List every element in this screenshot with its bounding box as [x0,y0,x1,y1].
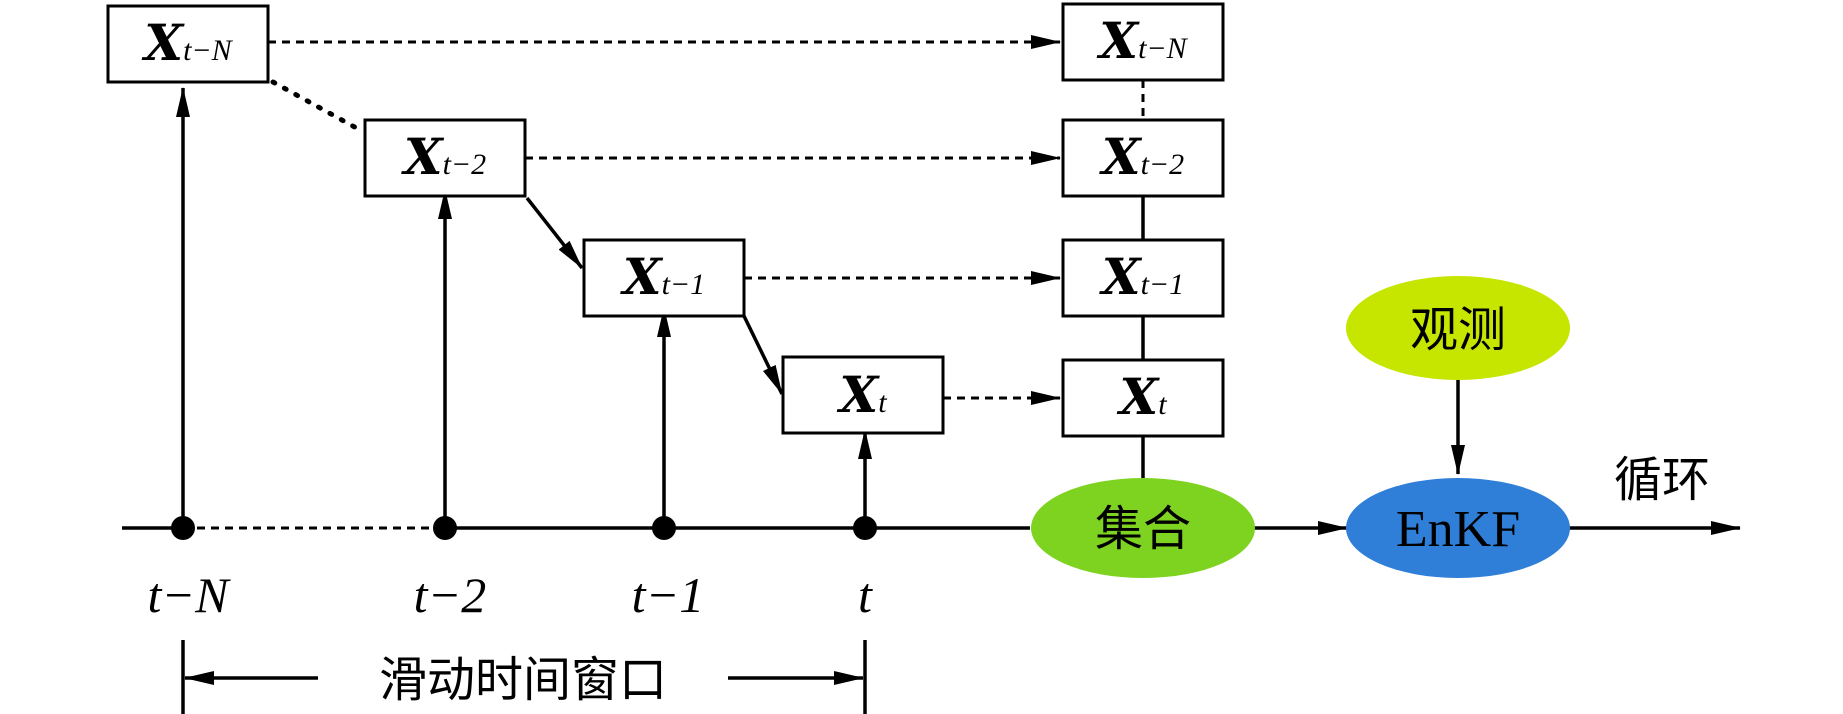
dotted-link-tN-t2 [270,79,363,133]
state-subscript: t−N [183,34,234,67]
state-symbol: X [620,247,664,306]
transition-t1-t0 [742,315,784,395]
sliding-window-bracket: 滑动时间窗口 [181,640,867,714]
ensemble-box-t2: Xt−2 [1061,118,1225,198]
svg-text:Xt−2: Xt−2 [401,127,486,186]
state-box-t1: Xt−1 [582,238,746,318]
enkf-node: EnKF [1346,478,1570,578]
state-symbol: X [401,127,445,186]
enkf-label: EnKF [1396,501,1520,558]
state-box-t2: Xt−2 [363,118,527,198]
ensemble-box-tN: Xt−N [1061,2,1225,82]
state-symbol: X [1099,247,1143,306]
observation-ellipse [1346,276,1570,380]
loop-label: 循环 [1614,452,1710,508]
vertical-arrows [176,87,872,528]
svg-text:Xt: Xt [1116,367,1167,426]
tick-label-t0: t [858,567,873,623]
ensemble-ellipse [1031,478,1255,578]
enkf-ellipse [1346,478,1570,578]
state-subscript: t [1158,388,1167,421]
ensemble-label: 集合 [1095,501,1191,557]
tick-label-tN: t−N [148,567,232,623]
svg-text:Xt−N: Xt−N [141,13,233,72]
svg-text:Xt−1: Xt−1 [1099,247,1184,306]
ensemble-box-t1: Xt−1 [1061,238,1225,318]
state-symbol: X [1099,127,1143,186]
state-subscript: t [878,386,887,419]
state-symbol: X [1116,367,1160,426]
ensemble-node: 集合 [1031,478,1255,578]
observation-label: 观测 [1410,302,1506,358]
state-subscript: t−1 [662,268,706,301]
state-subscript: t−2 [443,148,487,181]
tick-label-t1: t−1 [632,567,705,623]
state-subscript: t−2 [1141,148,1185,181]
svg-text:Xt−2: Xt−2 [1099,127,1184,186]
transition-t2-t1 [525,196,584,270]
svg-text:Xt: Xt [836,365,887,424]
state-box-tN: Xt−N [106,4,270,84]
state-box-t0: Xt [781,355,945,435]
svg-text:Xt−N: Xt−N [1096,11,1188,70]
state-subscript: t−1 [1141,268,1185,301]
tick-label-t2: t−2 [414,567,487,623]
state-subscript: t−N [1138,32,1189,65]
state-symbol: X [836,365,880,424]
observation-node: 观测 [1346,276,1570,380]
time-tick-labels: t−N t−2 t−1 t [148,567,874,623]
ensemble-box-t0: Xt [1061,358,1225,438]
state-symbol: X [141,13,185,72]
state-transitions [270,79,784,395]
svg-text:Xt−1: Xt−1 [620,247,705,306]
window-label: 滑动时间窗口 [379,652,667,708]
copy-arrows [268,35,1061,405]
state-symbol: X [1096,11,1140,70]
